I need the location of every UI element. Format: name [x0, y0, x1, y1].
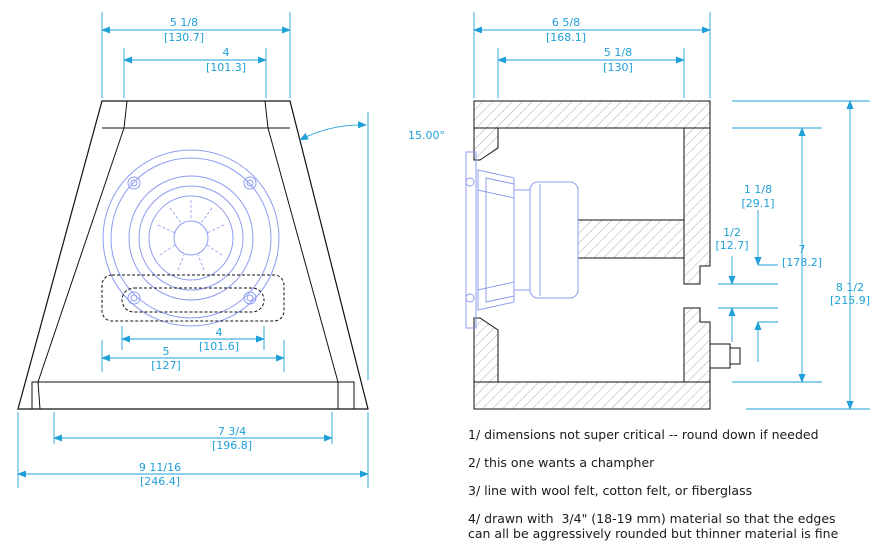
- base-panel: [31, 381, 355, 410]
- port-outline-outer: [101, 274, 285, 322]
- dim-top-inner: 4 [101.3]: [123, 46, 267, 98]
- dim-inner-height-mm: [178.2]: [782, 256, 822, 269]
- dim-port-width-mm: [101.6]: [199, 340, 239, 353]
- driver-side: [465, 151, 579, 329]
- front-view: 5 1/8 [130.7] 4 [101.3] 15.00° 4 [101.6]: [17, 12, 445, 488]
- side-front-baffle-lower: [473, 317, 499, 383]
- top-panel-edge-right: [264, 100, 269, 129]
- dim-base-outer-frac: 9 11/16: [139, 461, 181, 474]
- note-1: 1/ dimensions not super critical -- roun…: [468, 427, 819, 442]
- dim-base-outer-mm: [246.4]: [140, 475, 180, 488]
- vent-nozzle: [709, 343, 741, 369]
- dim-base-inner-mm: [196.8]: [212, 439, 252, 452]
- port-outline-inner: [121, 287, 265, 313]
- side-front-baffle-upper: [473, 127, 499, 161]
- dim-port-height-mm: [12.7]: [715, 239, 748, 252]
- dim-top-outer-frac: 5 1/8: [170, 16, 198, 29]
- dim-port-width-frac: 4: [216, 326, 223, 339]
- dim-port-outer-frac: 5: [163, 345, 170, 358]
- dim-port: 4 [101.6] 5 [127]: [101, 326, 285, 372]
- dim-port-height-frac: 1/2: [723, 226, 741, 239]
- dim-port-outer-mm: [127]: [151, 359, 181, 372]
- dim-inner-depth-mm: [130]: [603, 61, 633, 74]
- note-2: 2/ this one wants a champher: [468, 455, 655, 470]
- base-panel-edge-left: [37, 381, 41, 410]
- dim-inner-depth-frac: 5 1/8: [604, 46, 632, 59]
- dim-outer-height-mm: [215.9]: [830, 294, 870, 307]
- dim-top-inner-mm: [101.3]: [206, 61, 246, 74]
- driver-front: [102, 149, 280, 327]
- side-wall-left: [37, 127, 125, 383]
- side-view: 6 5/8 [168.1] 5 1/8 [130] 1 1/8 [2: [465, 12, 870, 410]
- cabinet-front-outline: [17, 100, 369, 410]
- dim-port-offset-frac: 1 1/8: [744, 183, 772, 196]
- side-rear-wall-lower: [683, 307, 711, 383]
- dim-base-inner-frac: 7 3/4: [218, 425, 246, 438]
- dim-inner-height-frac: 7: [799, 243, 806, 256]
- side-wall-right: [267, 127, 339, 383]
- side-driver-brace: [577, 219, 685, 259]
- side-rear-wall-upper: [683, 127, 711, 285]
- dim-side-heights: [718, 100, 870, 410]
- dim-total-depth-mm: [168.1]: [546, 31, 586, 44]
- side-bottom-wall: [473, 381, 711, 410]
- dim-top-outer-mm: [130.7]: [164, 31, 204, 44]
- dim-total-depth-frac: 6 5/8: [552, 16, 580, 29]
- note-3: 3/ line with wool felt, cotton felt, or …: [468, 483, 753, 498]
- dim-port-offset-mm: [29.1]: [741, 197, 774, 210]
- dim-outer-height-frac: 8 1/2: [836, 281, 864, 294]
- top-panel-edge-left: [123, 100, 128, 129]
- dim-side-angle-label: 15.00°: [408, 129, 445, 142]
- dim-top-outer: 5 1/8 [130.7]: [101, 12, 291, 98]
- dim-side-depth: 6 5/8 [168.1] 5 1/8 [130]: [473, 12, 711, 98]
- side-top-wall: [473, 100, 711, 129]
- dim-top-inner-frac: 4: [223, 46, 230, 59]
- dim-side-angle: 15.00°: [299, 112, 445, 380]
- note-4: 4/ drawn with 3/4" (18-19 mm) material s…: [468, 511, 839, 541]
- dim-base: 7 3/4 [196.8] 9 11/16 [246.4]: [17, 412, 369, 488]
